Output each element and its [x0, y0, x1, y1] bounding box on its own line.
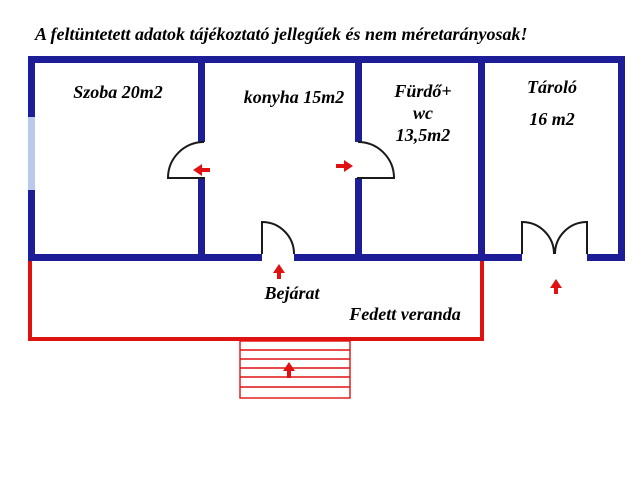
wall-szoba-konyha-lower — [198, 178, 205, 261]
wall-szoba-konyha-upper — [198, 56, 205, 142]
window — [28, 117, 35, 190]
stairs — [239, 340, 351, 399]
room-label-furdo-line2: wc — [413, 103, 433, 123]
wall-top — [28, 56, 625, 63]
wall-bottom-left — [28, 254, 262, 261]
door-swing-furdo — [357, 141, 396, 179]
direction-arrows — [193, 160, 562, 378]
room-label-konyha: konyha 15m2 — [243, 87, 345, 107]
entrance-arrow-up-icon — [273, 264, 285, 279]
stairs-steps — [240, 349, 350, 388]
room-label-furdo: Fürdő+ wc 13,5m2 — [364, 80, 482, 146]
wall-right — [618, 56, 625, 261]
entrance-label: Bejárat — [264, 283, 320, 303]
wall-bottom-right — [587, 254, 625, 261]
disclaimer-text: A feltüntetett adatok tájékoztató jelleg… — [35, 24, 528, 44]
interior-walls — [198, 56, 485, 261]
door-swing-entrance — [261, 220, 295, 255]
room-label-tarolo: Tároló 16 m2 — [493, 76, 611, 130]
room-label-furdo-line1: Fürdő+ — [394, 81, 452, 101]
wall-furdo-tarolo — [478, 56, 485, 261]
storage-arrow-up-icon — [550, 279, 562, 294]
room-label-tarolo-line1: Tároló — [526, 77, 577, 97]
wall-konyha-furdo-upper — [355, 56, 362, 142]
arrow-left-icon — [193, 164, 210, 176]
door-swing-storage-right — [554, 220, 588, 255]
veranda-outline — [28, 261, 484, 341]
wall-konyha-furdo-lower — [355, 178, 362, 261]
stairs-outline — [239, 340, 351, 399]
door-swing-szoba — [166, 141, 205, 179]
room-label-tarolo-line2: 16 m2 — [529, 109, 575, 129]
room-label-szoba: Szoba 20m2 — [73, 82, 163, 102]
room-label-furdo-line3: 13,5m2 — [395, 125, 451, 145]
stairs-arrow-up-icon — [283, 362, 295, 378]
door-swing-storage-left — [521, 220, 555, 255]
veranda-label: Fedett veranda — [349, 304, 461, 324]
outer-walls — [28, 56, 625, 261]
wall-left-lower — [28, 190, 35, 261]
wall-bottom-middle — [294, 254, 522, 261]
wall-left-upper — [28, 56, 35, 117]
arrow-right-icon — [336, 160, 353, 172]
doors — [166, 141, 588, 255]
